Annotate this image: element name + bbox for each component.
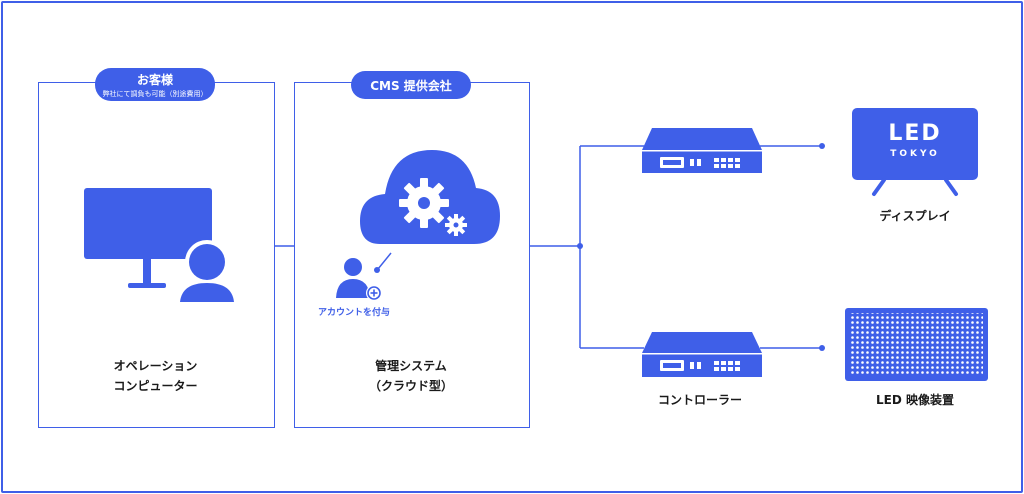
cms-badge: CMS 提供会社 [351, 71, 471, 99]
cms-panel [294, 82, 530, 428]
customer-label-line2: コンピューター [113, 379, 198, 393]
cms-badge-title: CMS 提供会社 [370, 79, 452, 93]
cms-label-line2: （クラウド型） [368, 379, 453, 393]
display-logo-top: LED [888, 121, 942, 146]
display-label: ディスプレイ [879, 209, 951, 223]
customer-badge: お客様 弊社にて調負も可能（別途費用） [95, 68, 215, 101]
customer-badge-note: 弊社にて調負も可能（別途費用） [102, 90, 208, 98]
led-label: LED 映像装置 [876, 393, 954, 407]
cms-label: 管理システム （クラウド型） [294, 356, 528, 396]
customer-label: オペレーション コンピューター [38, 356, 273, 396]
controller-label: コントローラー [657, 393, 742, 407]
display-logo-bottom: TOKYO [890, 149, 940, 159]
customer-badge-title: お客様 [136, 73, 173, 87]
cms-label-line1: 管理システム [375, 359, 447, 373]
add-account-caption: アカウントを付与 [318, 308, 391, 318]
customer-label-line1: オペレーション [113, 359, 198, 373]
